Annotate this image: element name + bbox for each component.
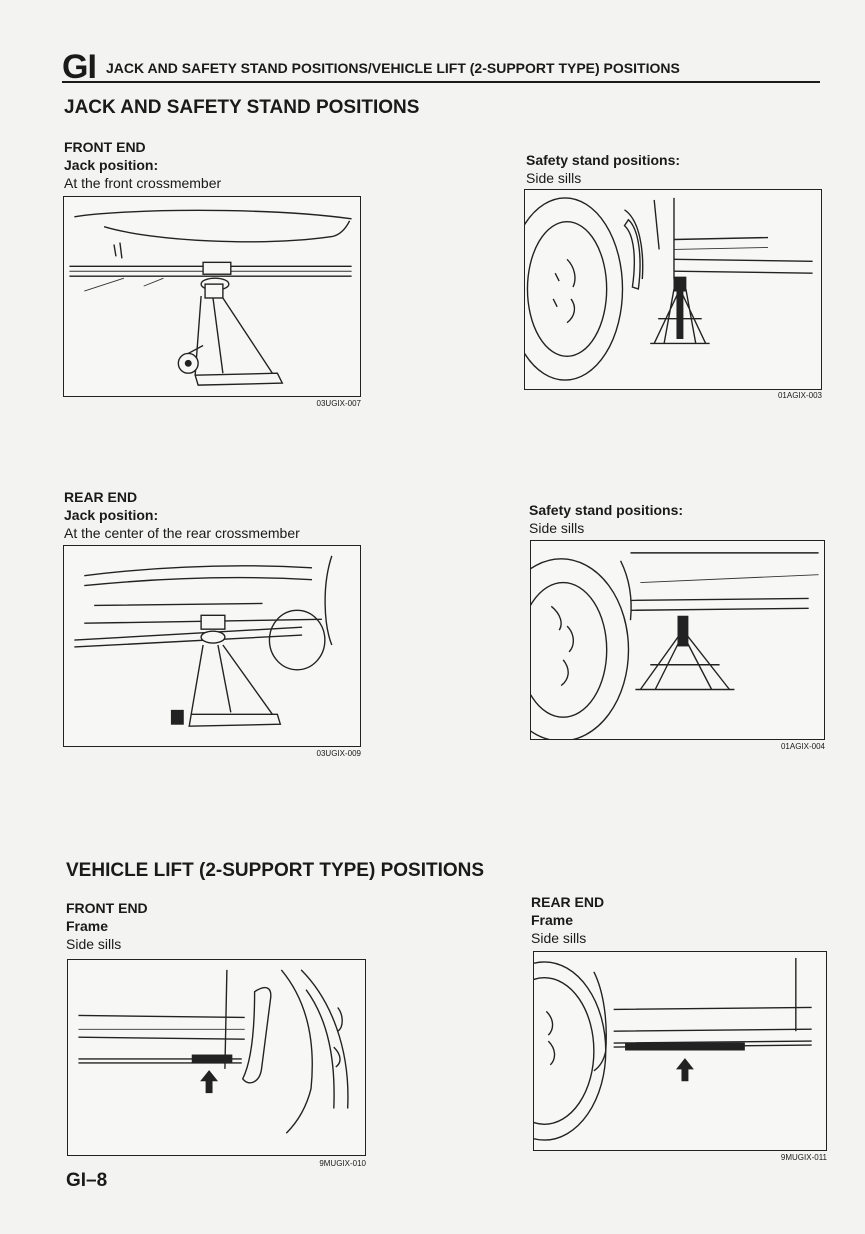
lift-front-label: Frame xyxy=(66,918,109,934)
jack-section-title: JACK AND SAFETY STAND POSITIONS xyxy=(64,97,420,118)
front-stand-illustration xyxy=(525,197,813,381)
lift-rear-label: Frame xyxy=(531,912,574,928)
front-jack-text: At the front crossmember xyxy=(64,175,222,191)
figure-front-stand xyxy=(524,189,822,390)
lift-section-title: VEHICLE LIFT (2-SUPPORT TYPE) POSITIONS xyxy=(66,860,485,881)
front-stand-fig-code: 01AGIX-003 xyxy=(777,391,822,400)
page-number: GI–8 xyxy=(66,1170,108,1191)
figure-rear-jack xyxy=(63,545,361,747)
lift-front-heading: FRONT END xyxy=(66,900,148,916)
lift-front-fig-code: 9MUGIX-010 xyxy=(319,1159,366,1168)
rear-stand-text: Side sills xyxy=(529,520,585,536)
figure-lift-front xyxy=(67,959,366,1156)
figure-rear-stand xyxy=(530,540,825,740)
rear-jack-fig-code: 03UGIX-009 xyxy=(316,749,361,758)
rear-jack-illustration xyxy=(74,555,333,727)
lift-front-text: Side sills xyxy=(66,936,122,952)
rear-stand-fig-code: 01AGIX-004 xyxy=(780,742,825,751)
lift-front-illustration xyxy=(78,969,349,1134)
rear-jack-label: Jack position: xyxy=(64,507,159,523)
section-code: GI xyxy=(62,48,97,86)
front-jack-fig-code: 03UGIX-007 xyxy=(316,399,361,408)
front-stand-text: Side sills xyxy=(526,170,582,186)
front-jack-label: Jack position: xyxy=(64,157,159,173)
lift-rear-text: Side sills xyxy=(531,930,587,946)
front-stand-label: Safety stand positions: xyxy=(526,152,681,168)
rear-stand-illustration xyxy=(531,552,819,739)
rear-stand-label: Safety stand positions: xyxy=(529,502,684,518)
front-jack-illustration xyxy=(69,209,352,386)
lift-rear-fig-code: 9MUGIX-011 xyxy=(780,1153,827,1162)
page-header-title: JACK AND SAFETY STAND POSITIONS/VEHICLE … xyxy=(106,60,680,76)
figure-front-jack xyxy=(63,196,361,397)
rear-jack-text: At the center of the rear crossmember xyxy=(64,525,300,541)
lift-rear-heading: REAR END xyxy=(531,894,605,910)
header-rule xyxy=(62,81,820,83)
front-end-heading: FRONT END xyxy=(64,139,146,155)
rear-end-heading: REAR END xyxy=(64,489,138,505)
figure-lift-rear xyxy=(533,951,827,1151)
lift-rear-illustration xyxy=(534,957,812,1141)
